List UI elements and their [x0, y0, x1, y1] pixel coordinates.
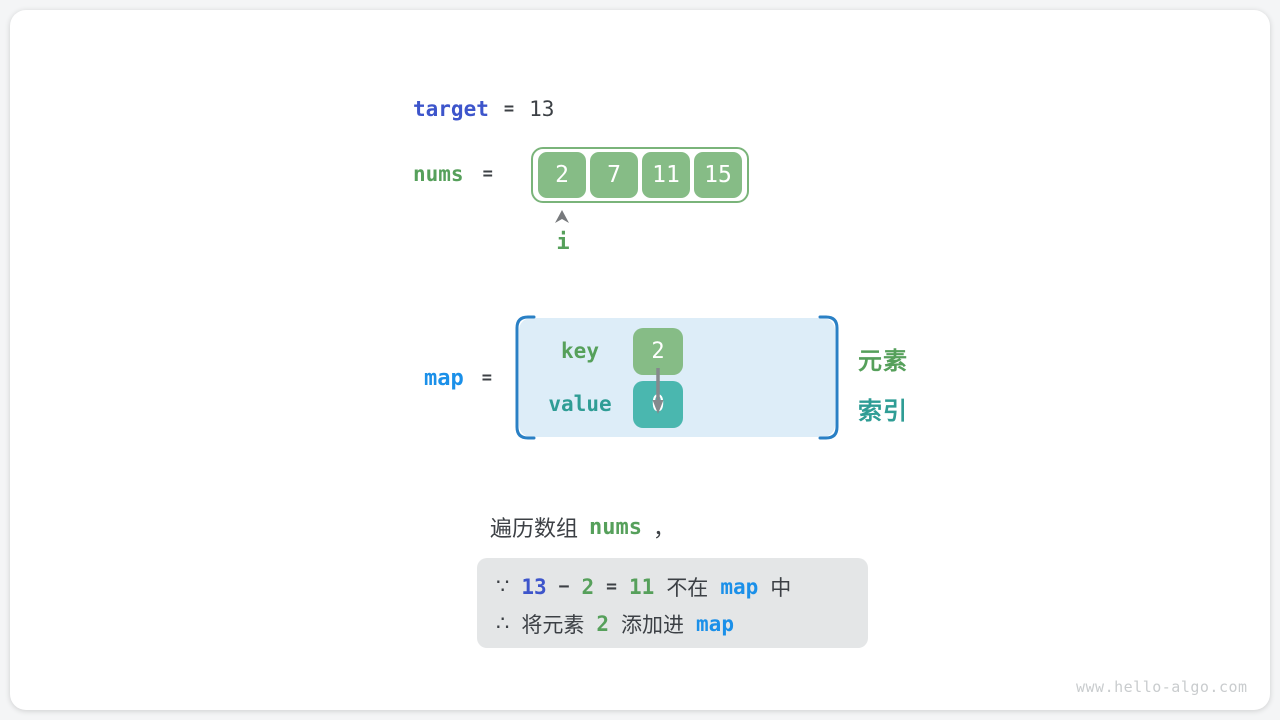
note-zh-not-in: 不在	[666, 576, 709, 600]
note-line-1: ∵ 13 − 2 = 11 不在 map 中	[496, 568, 868, 605]
note-element-number: 2	[581, 574, 595, 599]
nums-cell-2: 11	[642, 152, 690, 198]
nums-equals: =	[482, 164, 493, 184]
minus-operator: −	[558, 576, 570, 597]
nums-cell-0: 2	[538, 152, 586, 198]
note-map-code-1: map	[720, 574, 759, 599]
index-label: 索引	[858, 398, 908, 425]
index-pointer-label: i	[556, 230, 570, 255]
map-key-label: key	[561, 339, 599, 363]
note-line-2: ∴ 将元素 2 添加进 map	[496, 605, 868, 642]
nums-cell-1: 7	[590, 152, 638, 198]
nums-array: 2 7 11 15	[531, 147, 749, 203]
map-bracket-right-icon	[818, 315, 839, 440]
note-zh-add-suffix: 添加进	[621, 613, 685, 637]
note-zh-add-prefix: 将元素	[521, 613, 585, 637]
because-symbol: ∵	[496, 575, 510, 598]
note-box: ∵ 13 − 2 = 11 不在 map 中 ∴ 将元素 2 添加进 map	[477, 558, 868, 648]
therefore-symbol: ∴	[496, 612, 510, 635]
note-zh-in: 中	[770, 576, 792, 600]
nums-cell-3: 15	[694, 152, 742, 198]
nums-label: nums	[413, 162, 464, 186]
note-target-number: 13	[521, 574, 547, 599]
caption-comma: ，	[653, 516, 676, 541]
caption-nums-code: nums	[589, 514, 642, 540]
target-value: 13	[529, 97, 555, 121]
caption-zh-prefix: 遍历数组	[490, 516, 579, 541]
map-label: map	[424, 365, 464, 391]
equals-operator: =	[606, 576, 618, 597]
map-label-row: map =	[424, 364, 492, 392]
note-diff-number: 11	[629, 574, 655, 599]
key-to-value-arrow-icon	[652, 368, 664, 414]
map-key-cell: 2	[633, 328, 683, 375]
note-element-number-2: 2	[596, 611, 610, 636]
map-equals: =	[481, 368, 492, 388]
target-row: target = 13	[413, 95, 554, 123]
note-map-code-2: map	[696, 611, 734, 636]
caption-line: 遍历数组 nums ，	[490, 512, 675, 542]
target-label: target	[413, 97, 489, 121]
site-watermark: www.hello-algo.com	[1076, 678, 1248, 696]
element-label: 元素	[858, 348, 908, 375]
index-pointer-icon	[555, 210, 569, 223]
map-bracket-left-icon	[515, 315, 536, 440]
map-container: key 2 value 0	[515, 315, 839, 440]
nums-label-row: nums =	[413, 160, 493, 188]
target-equals: =	[503, 99, 515, 119]
map-value-label: value	[548, 392, 612, 416]
